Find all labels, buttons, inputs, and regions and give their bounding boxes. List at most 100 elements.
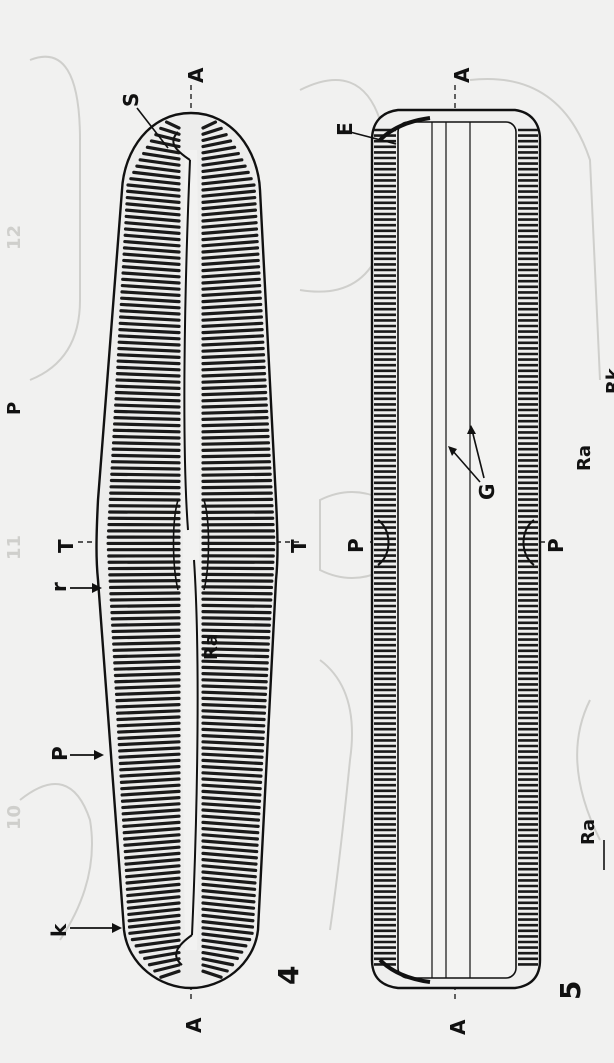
stria-right	[201, 434, 270, 440]
stria-left	[114, 397, 181, 403]
stria-left	[124, 851, 181, 860]
svg-text:12: 12	[4, 225, 25, 250]
stria-left	[153, 963, 181, 973]
stria-left	[114, 690, 181, 696]
stria-left	[119, 309, 181, 316]
stria-left	[142, 151, 181, 161]
margin-label-p: P	[4, 402, 25, 415]
stria-right	[201, 802, 261, 810]
stria-right	[201, 334, 265, 341]
stria-right	[201, 659, 269, 665]
stria-right	[201, 616, 272, 621]
pole-bottom	[378, 958, 431, 984]
stria-right	[201, 309, 263, 316]
stria-left	[127, 907, 181, 917]
stria-right	[201, 321, 264, 328]
label-p-left-5: P	[344, 538, 368, 553]
stria-left	[115, 378, 181, 384]
stria-left	[121, 271, 181, 279]
stria-right	[201, 727, 265, 734]
stria-left	[110, 616, 181, 621]
stria-left	[126, 901, 181, 910]
margin-label-ra-bottom: Ra	[578, 819, 599, 845]
stria-left	[111, 453, 181, 459]
stria-left	[118, 746, 181, 753]
stria-right	[201, 888, 256, 898]
stria-left	[127, 919, 181, 929]
stria-left	[123, 233, 181, 242]
stria-right	[201, 913, 255, 923]
stria-right	[201, 795, 262, 803]
stria-left	[110, 466, 181, 471]
stria-right	[201, 447, 271, 452]
stria-left	[143, 950, 181, 961]
striae-4	[106, 120, 276, 979]
stria-left	[111, 447, 181, 452]
stria-left	[112, 653, 181, 659]
girdle-band-area	[397, 121, 517, 979]
stria-left	[123, 227, 181, 235]
stria-left	[115, 709, 181, 715]
stria-left	[125, 195, 181, 204]
stria-right	[201, 214, 258, 223]
stria-left	[110, 460, 181, 465]
stria-left	[122, 258, 181, 266]
stria-left	[123, 839, 181, 847]
stria-left	[121, 265, 181, 273]
stria-right	[201, 290, 262, 297]
stria-right	[201, 740, 265, 747]
stria-left	[116, 721, 181, 728]
stria-right	[201, 145, 237, 155]
stria-left	[108, 578, 181, 583]
pointer-s	[136, 107, 169, 149]
central-notch-left	[377, 519, 390, 566]
stria-right	[201, 870, 257, 879]
stria-right	[201, 177, 253, 186]
stria-left	[109, 597, 181, 602]
stria-right	[201, 820, 260, 829]
stria-left	[121, 802, 181, 810]
stria-right	[201, 709, 267, 715]
stria-right	[201, 453, 271, 459]
stria-right	[201, 133, 228, 142]
stria-right	[201, 919, 255, 929]
stria-left	[119, 315, 181, 322]
stria-left	[113, 659, 181, 665]
stria-right	[201, 258, 260, 266]
label-s: S	[119, 93, 143, 107]
stria-right	[201, 296, 262, 304]
central-nodule-4	[172, 499, 210, 591]
stria-left	[116, 353, 181, 359]
svg-text:11: 11	[4, 535, 25, 560]
stria-left	[117, 334, 181, 341]
stria-left	[108, 585, 181, 590]
stria-left	[147, 957, 181, 967]
stria-left	[121, 277, 181, 285]
stria-right	[201, 126, 223, 136]
stria-left	[123, 833, 181, 841]
stria-left	[118, 758, 181, 766]
label-t-right: T	[287, 539, 311, 553]
label-r: r	[47, 582, 71, 592]
stria-right	[201, 764, 263, 772]
stria-left	[125, 876, 181, 885]
stria-left	[125, 882, 181, 891]
stria-left	[111, 441, 181, 446]
margin-label-ra-top: Ra	[574, 445, 595, 471]
stria-right	[201, 504, 274, 508]
axial-area-4	[182, 150, 200, 950]
stria-right	[201, 721, 266, 728]
stria-left	[125, 202, 181, 211]
stria-right	[201, 932, 252, 942]
stria-right	[201, 340, 265, 347]
stria-right	[201, 665, 269, 671]
stria-right	[201, 277, 261, 285]
pointer-g-1	[451, 449, 481, 483]
stria-left	[164, 120, 181, 130]
stria-right	[201, 390, 268, 397]
stria-right	[201, 120, 218, 130]
stria-left	[117, 346, 181, 353]
stria-left	[113, 416, 181, 421]
stria-left	[122, 826, 181, 835]
label-p-4: P	[48, 746, 72, 761]
